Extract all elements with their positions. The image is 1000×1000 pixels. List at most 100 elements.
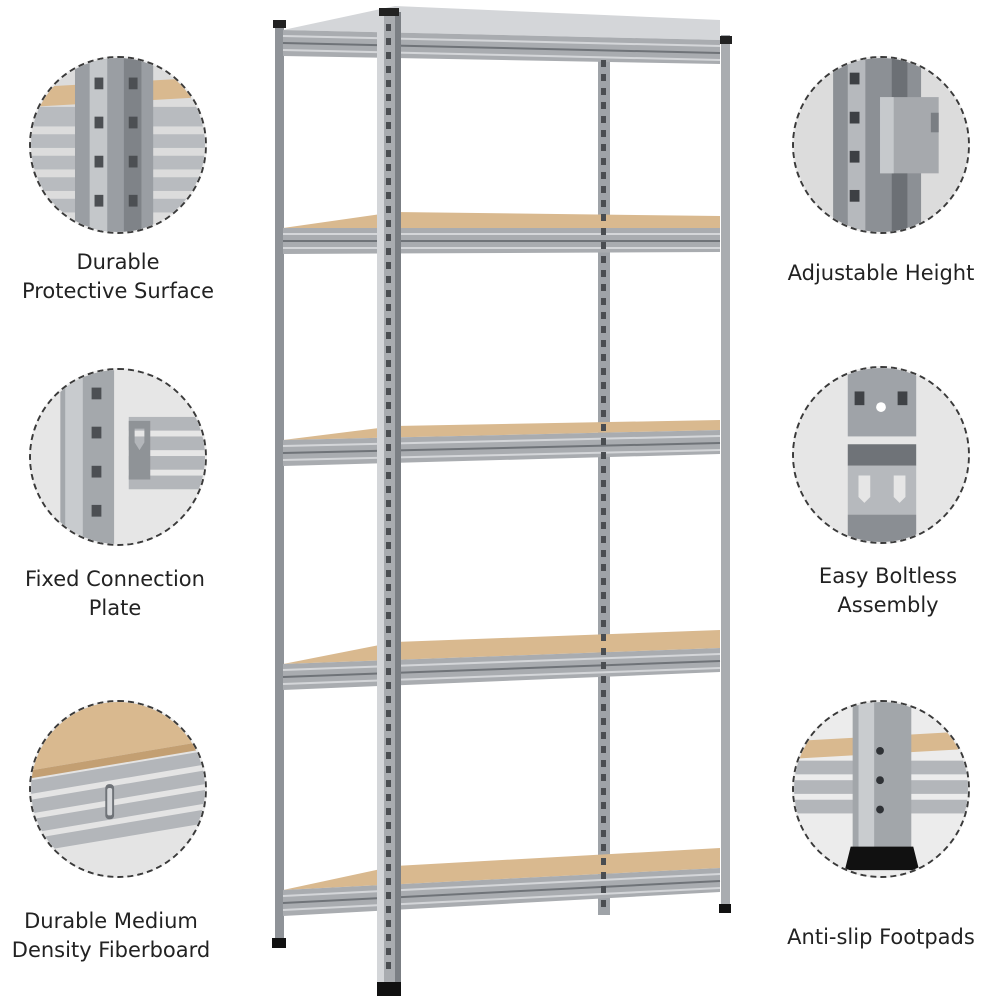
- upright-hole: [386, 584, 391, 591]
- detail-circle-connection-plate: [29, 368, 207, 546]
- footpad-rear-right: [719, 904, 731, 913]
- upright-hole: [386, 822, 391, 829]
- detail-circle-protective-surface: [29, 56, 207, 234]
- upright-hole: [601, 452, 606, 459]
- upright-hole: [601, 620, 606, 627]
- adjustable-height-icon: [794, 58, 968, 232]
- upright-hole: [386, 136, 391, 143]
- upright-hole: [386, 626, 391, 633]
- upright-hole: [386, 178, 391, 185]
- upright-hole: [386, 710, 391, 717]
- upright-hole: [601, 242, 606, 249]
- shelves-group: [282, 6, 721, 916]
- upright-hole: [386, 234, 391, 241]
- upright-hole: [386, 934, 391, 941]
- upright-hole: [386, 612, 391, 619]
- upright-hole: [386, 906, 391, 913]
- steel-upright-closeup-icon: [31, 58, 205, 232]
- beam-ridge: [282, 442, 721, 454]
- upright-hole: [601, 494, 606, 501]
- upright-hole: [386, 276, 391, 283]
- upright-hole: [601, 130, 606, 137]
- upright-hole: [386, 458, 391, 465]
- upright-hole: [386, 738, 391, 745]
- upright-hole: [601, 326, 606, 333]
- upright-hole: [601, 550, 606, 557]
- upright-hole: [386, 206, 391, 213]
- beam-ridge: [282, 887, 721, 911]
- upright-hole: [601, 662, 606, 669]
- upright-hole: [601, 466, 606, 473]
- detail-circle-footpads: [792, 700, 970, 878]
- upright-hole: [386, 920, 391, 927]
- detail-circle-fiberboard: [29, 700, 207, 878]
- upright-hole: [386, 948, 391, 955]
- upright-hole: [601, 774, 606, 781]
- upright-hole: [386, 696, 391, 703]
- upright-hole: [601, 676, 606, 683]
- upright-hole: [386, 640, 391, 647]
- upright-hole: [386, 388, 391, 395]
- upright-hole: [601, 88, 606, 95]
- upright-hole: [601, 424, 606, 431]
- detail-circle-adjustable-height: [792, 56, 970, 234]
- upright-hole: [386, 500, 391, 507]
- upright-holes-group: [386, 24, 606, 969]
- upright-hole: [386, 192, 391, 199]
- footpad-front-left: [377, 982, 401, 996]
- rear-right-upright: [721, 35, 730, 910]
- cap-rear-right: [720, 36, 732, 44]
- upright-hole: [601, 172, 606, 179]
- upright-hole: [386, 556, 391, 563]
- upright-hole: [386, 248, 391, 255]
- fiberboard-edge-icon: [31, 702, 205, 876]
- upright-hole: [601, 732, 606, 739]
- upright-hole: [386, 220, 391, 227]
- cap-front-left: [379, 8, 399, 16]
- upright-hole: [601, 256, 606, 263]
- upright-hole: [601, 844, 606, 851]
- upright-hole: [601, 312, 606, 319]
- upright-hole: [601, 144, 606, 151]
- upright-hole: [601, 284, 606, 291]
- upright-hole: [386, 444, 391, 451]
- upright-hole: [601, 74, 606, 81]
- upright-hole: [386, 150, 391, 157]
- upright-hole: [601, 186, 606, 193]
- beam-ridge: [282, 42, 721, 54]
- upright-hole: [386, 794, 391, 801]
- upright-hole: [386, 654, 391, 661]
- upright-hole: [386, 24, 391, 31]
- upright-hole: [601, 858, 606, 865]
- upright-hole: [386, 682, 391, 689]
- upright-hole: [601, 158, 606, 165]
- upright-hole: [386, 528, 391, 535]
- feature-label-fiberboard: Durable Medium Density Fiberboard: [11, 909, 211, 962]
- upright-hole: [386, 52, 391, 59]
- upright-hole: [386, 360, 391, 367]
- upright-hole: [601, 760, 606, 767]
- upright-hole: [386, 416, 391, 423]
- upright-hole: [386, 724, 391, 731]
- upright-hole: [386, 290, 391, 297]
- upright-hole: [386, 402, 391, 409]
- beam-ridge: [282, 653, 721, 671]
- upright-hole: [601, 830, 606, 837]
- shelf-board: [283, 212, 720, 228]
- upright-hole: [386, 38, 391, 45]
- upright-hole: [386, 472, 391, 479]
- upright-hole: [386, 262, 391, 269]
- upright-hole: [601, 634, 606, 641]
- upright-hole: [601, 340, 606, 347]
- upright-hole: [601, 690, 606, 697]
- upright-hole: [386, 94, 391, 101]
- upright-hole: [601, 536, 606, 543]
- upright-hole: [386, 332, 391, 339]
- upright-hole: [601, 480, 606, 487]
- feature-label-adjustable-height: Adjustable Height: [787, 261, 975, 285]
- upright-hole: [386, 486, 391, 493]
- connection-plate-icon: [31, 370, 205, 544]
- upright-hole: [386, 66, 391, 73]
- beam-ridge: [282, 667, 721, 685]
- upright-hole: [386, 836, 391, 843]
